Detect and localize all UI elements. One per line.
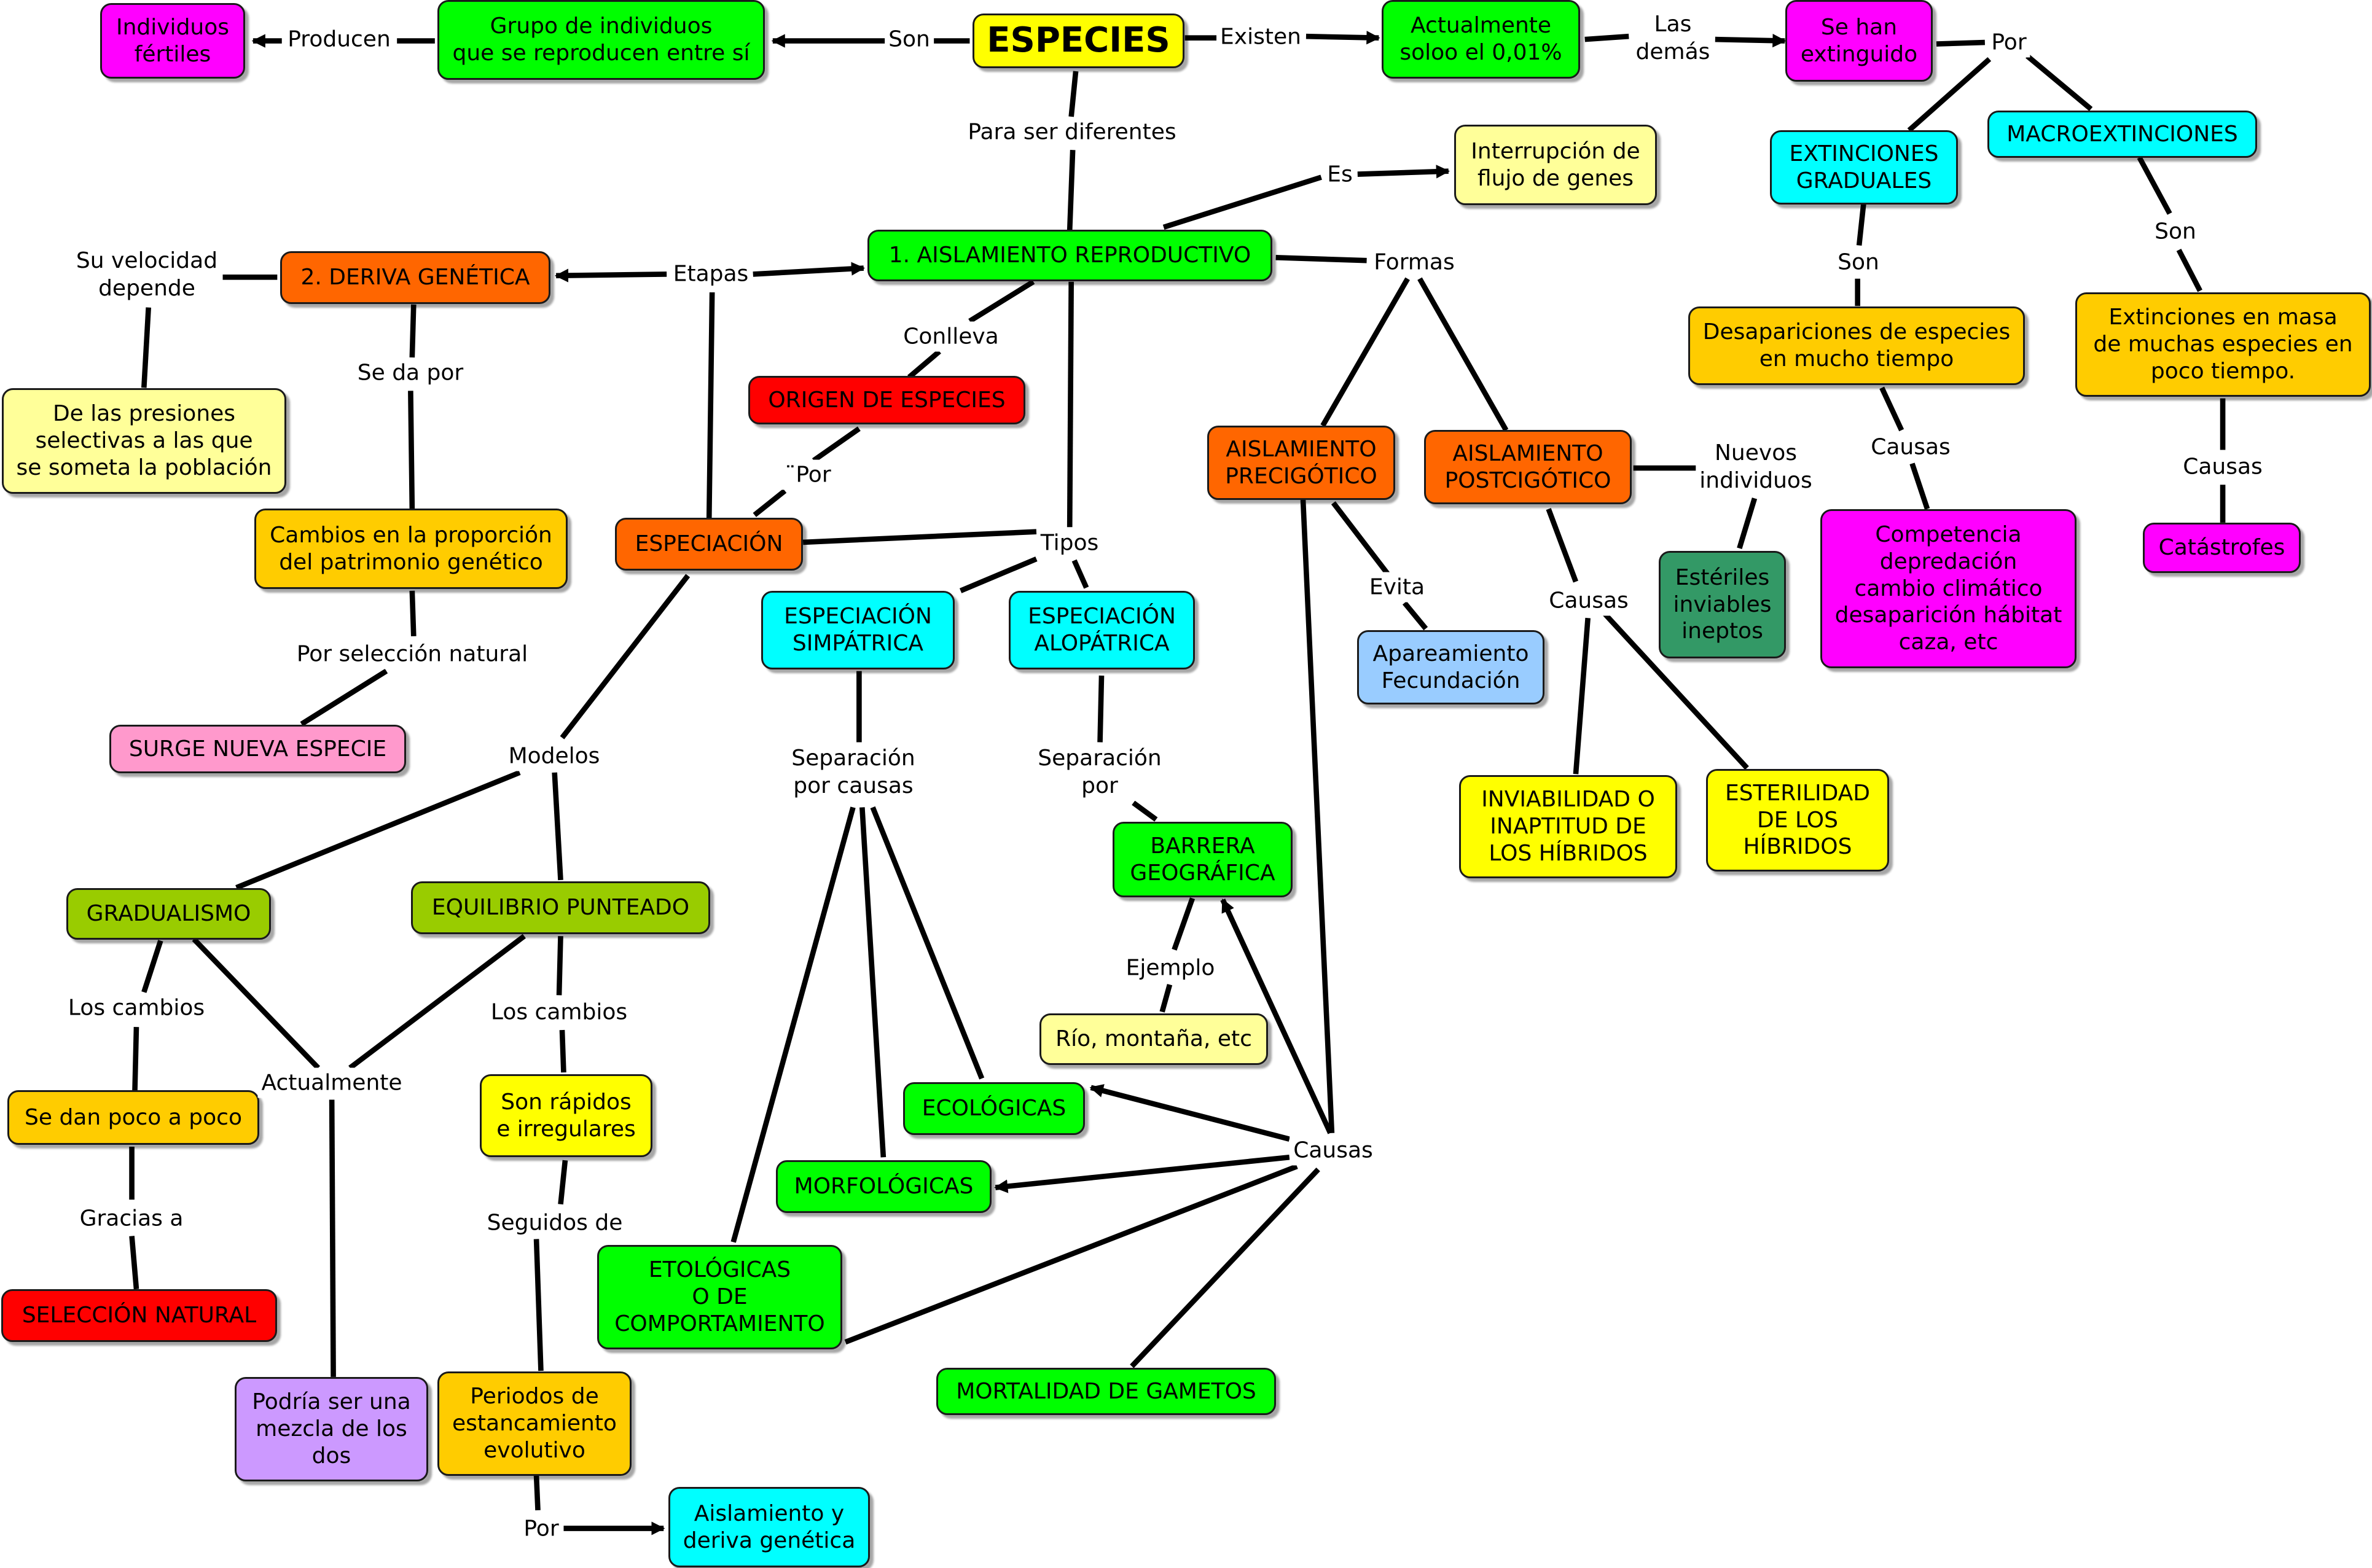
label-causas-mid: Causas (1290, 1135, 1377, 1166)
node-macroextinciones: MACROEXTINCIONES (1987, 111, 2257, 158)
label-son-ext-graduales: Son (1834, 247, 1883, 278)
node-se-han-extinguido: Se han extinguido (1785, 0, 1933, 82)
label-producen: Producen (284, 24, 394, 55)
label-por-extincion: Por (1987, 27, 2030, 58)
node-deriva-genetica: 2. DERIVA GENÉTICA (280, 251, 550, 304)
label-actualmente: Actualmente (257, 1067, 406, 1098)
node-seleccion-natural: SELECCIÓN NATURAL (1, 1289, 277, 1342)
label-formas: Formas (1370, 247, 1458, 278)
label-por-bottom: Por (520, 1513, 563, 1544)
label-ejemplo: Ejemplo (1122, 953, 1219, 983)
node-especiacion-alopatrica: ESPECIACIÓN ALOPÁTRICA (1009, 591, 1195, 669)
node-rapidos: Son rápidos e irregulares (480, 1074, 652, 1157)
node-especiacion: ESPECIACIÓN (615, 518, 803, 571)
label-los-cambios-gradualismo: Los cambios (64, 993, 209, 1023)
label-las-demas: Las demás (1632, 9, 1714, 67)
node-individuos-fertiles: Individuos fértiles (100, 3, 245, 79)
label-por-origen: ¨Por (781, 459, 835, 490)
node-apareamiento: Apareamiento Fecundación (1357, 630, 1544, 704)
label-evita: Evita (1365, 572, 1429, 603)
node-aislamiento-precigotico: AISLAMIENTO PRECIGÓTICO (1207, 426, 1395, 500)
label-modelos: Modelos (504, 741, 604, 771)
node-periodos: Periodos de estancamiento evolutivo (437, 1371, 632, 1476)
label-se-da-por: Se da por (353, 357, 468, 388)
node-extinciones-graduales: EXTINCIONES GRADUALES (1770, 130, 1958, 205)
label-gracias-a: Gracias a (76, 1203, 187, 1234)
label-separacion-por: Separación por (1034, 743, 1165, 801)
node-presiones: De las presiones selectivas a las que se… (2, 388, 286, 494)
label-existen: Existen (1216, 21, 1305, 52)
node-catastrofes: Catástrofes (2143, 523, 2301, 573)
label-su-velocidad: Su velocidad depende (72, 246, 222, 303)
node-gradualismo: GRADUALISMO (66, 888, 271, 940)
label-causas-desapariciones: Causas (1867, 432, 1954, 462)
node-interrupcion: Interrupción de flujo de genes (1454, 125, 1657, 205)
node-rio-montana: Río, montaña, etc (1039, 1013, 1268, 1065)
node-etologicas: ETOLÓGICAS O DE COMPORTAMIENTO (597, 1245, 842, 1349)
node-grupo-individuos: Grupo de individuos que se reproducen en… (437, 0, 765, 80)
label-es: Es (1323, 159, 1356, 190)
node-aislamiento-deriva: Aislamiento y deriva genética (668, 1487, 870, 1567)
label-etapas: Etapas (669, 259, 753, 289)
node-mortalidad-gametos: MORTALIDAD DE GAMETOS (936, 1368, 1276, 1415)
node-cambios-proporcion: Cambios en la proporción del patrimonio … (254, 509, 568, 589)
node-morfologicas: MORFOLÓGICAS (776, 1160, 992, 1213)
label-causas-masa: Causas (2179, 451, 2266, 482)
node-especies: ESPECIES (973, 14, 1184, 68)
label-tipos: Tipos (1036, 528, 1103, 558)
node-especiacion-simpatrica: ESPECIACIÓN SIMPÁTRICA (761, 591, 955, 669)
label-por-seleccion: Por selección natural (292, 639, 532, 669)
node-esterilidad: ESTERILIDAD DE LOS HÍBRIDOS (1706, 769, 1889, 872)
label-son-top: Son (885, 24, 934, 55)
node-ecologicas: ECOLÓGICAS (903, 1082, 1085, 1135)
label-separacion-causas: Separación por causas (788, 743, 919, 801)
node-competencia: Competencia depredación cambio climático… (1820, 509, 2076, 668)
node-surge-nueva-especie: SURGE NUEVA ESPECIE (109, 725, 406, 773)
label-causas-post: Causas (1545, 585, 1632, 616)
label-conlleva: Conlleva (899, 321, 1003, 352)
node-desapariciones: Desapariciones de especies en mucho tiem… (1688, 306, 2025, 385)
label-los-cambios-equilibrio: Los cambios (487, 997, 632, 1028)
node-barrera-geografica: BARRERA GEOGRÁFICA (1113, 822, 1293, 897)
node-aislamiento-reproductivo: 1. AISLAMIENTO REPRODUCTIVO (867, 230, 1272, 281)
label-nuevos-individuos: Nuevos individuos (1696, 438, 1816, 496)
node-mezcla: Podría ser una mezcla de los dos (235, 1377, 428, 1481)
node-esteriles: Estériles inviables ineptos (1659, 551, 1786, 658)
node-aislamiento-postcigotico: AISLAMIENTO POSTCIGÓTICO (1424, 430, 1632, 504)
node-inviabilidad: INVIABILIDAD O INAPTITUD DE LOS HÍBRIDOS (1459, 775, 1677, 878)
label-seguidos-de: Seguidos de (483, 1207, 627, 1238)
node-equilibrio-punteado: EQUILIBRIO PUNTEADO (411, 881, 710, 934)
node-origen-especies: ORIGEN DE ESPECIES (748, 376, 1025, 424)
label-son-macro: Son (2151, 216, 2200, 247)
node-extinciones-masa: Extinciones en masa de muchas especies e… (2075, 292, 2371, 397)
node-actualmente: Actualmente soloo el 0,01% (1382, 0, 1580, 79)
label-para-ser-diferentes: Para ser diferentes (964, 117, 1180, 147)
node-poco-a-poco: Se dan poco a poco (7, 1090, 259, 1145)
